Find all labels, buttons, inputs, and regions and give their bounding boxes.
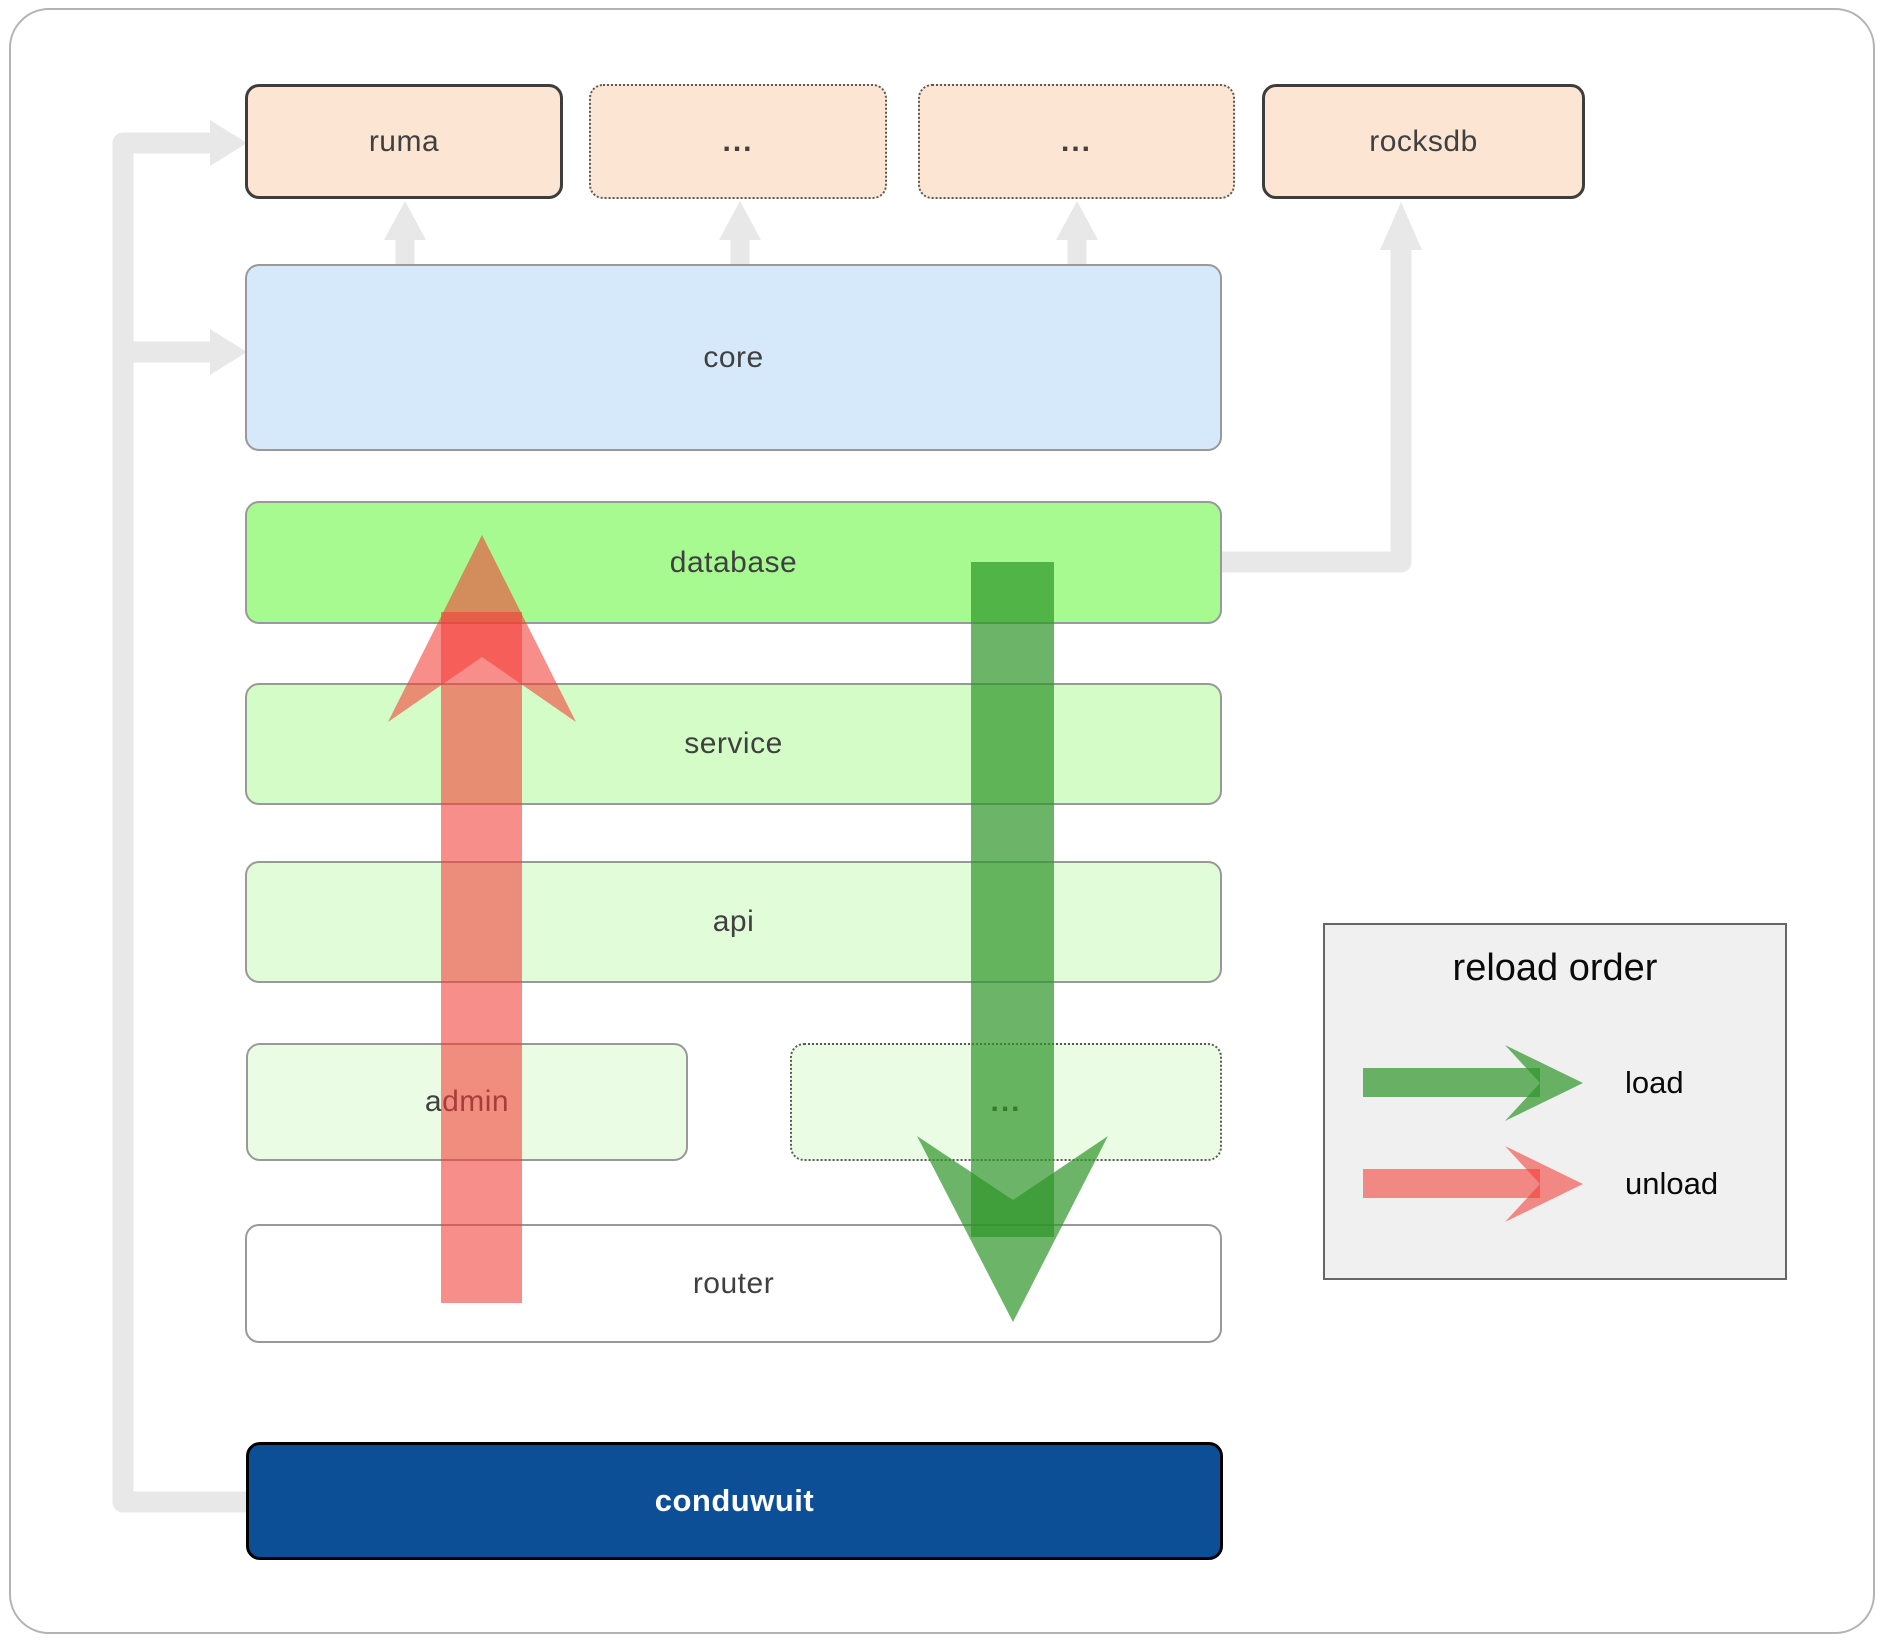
box-rocksdb: rocksdb [1262, 84, 1585, 199]
legend-unload-label: unload [1625, 1166, 1719, 1201]
box-ellipsis-admin: ... [790, 1043, 1222, 1161]
legend-unload-arrow-body [1363, 1169, 1540, 1198]
box-router: router [245, 1224, 1222, 1343]
box-core: core [245, 264, 1222, 451]
box-api: api [245, 861, 1222, 983]
outer-border [9, 8, 1875, 1634]
legend-load-arrow-head [1505, 1045, 1583, 1121]
box-conduwuit: conduwuit [246, 1442, 1223, 1560]
legend-load-arrow-icon [1363, 1045, 1583, 1121]
legend-load-label: load [1625, 1065, 1684, 1100]
legend-unload-arrow-icon [1363, 1146, 1583, 1222]
legend-load-arrow-body [1363, 1068, 1540, 1097]
box-ruma: ruma [245, 84, 563, 199]
legend: reload order load unload [1323, 923, 1787, 1280]
box-ellipsis-top-1: ... [589, 84, 887, 199]
box-database: database [245, 501, 1222, 624]
box-service: service [245, 683, 1222, 805]
legend-title: reload order [1452, 947, 1658, 989]
legend-unload-arrow-head [1505, 1146, 1583, 1222]
box-ellipsis-top-2: ... [918, 84, 1235, 199]
box-admin: admin [246, 1043, 688, 1161]
